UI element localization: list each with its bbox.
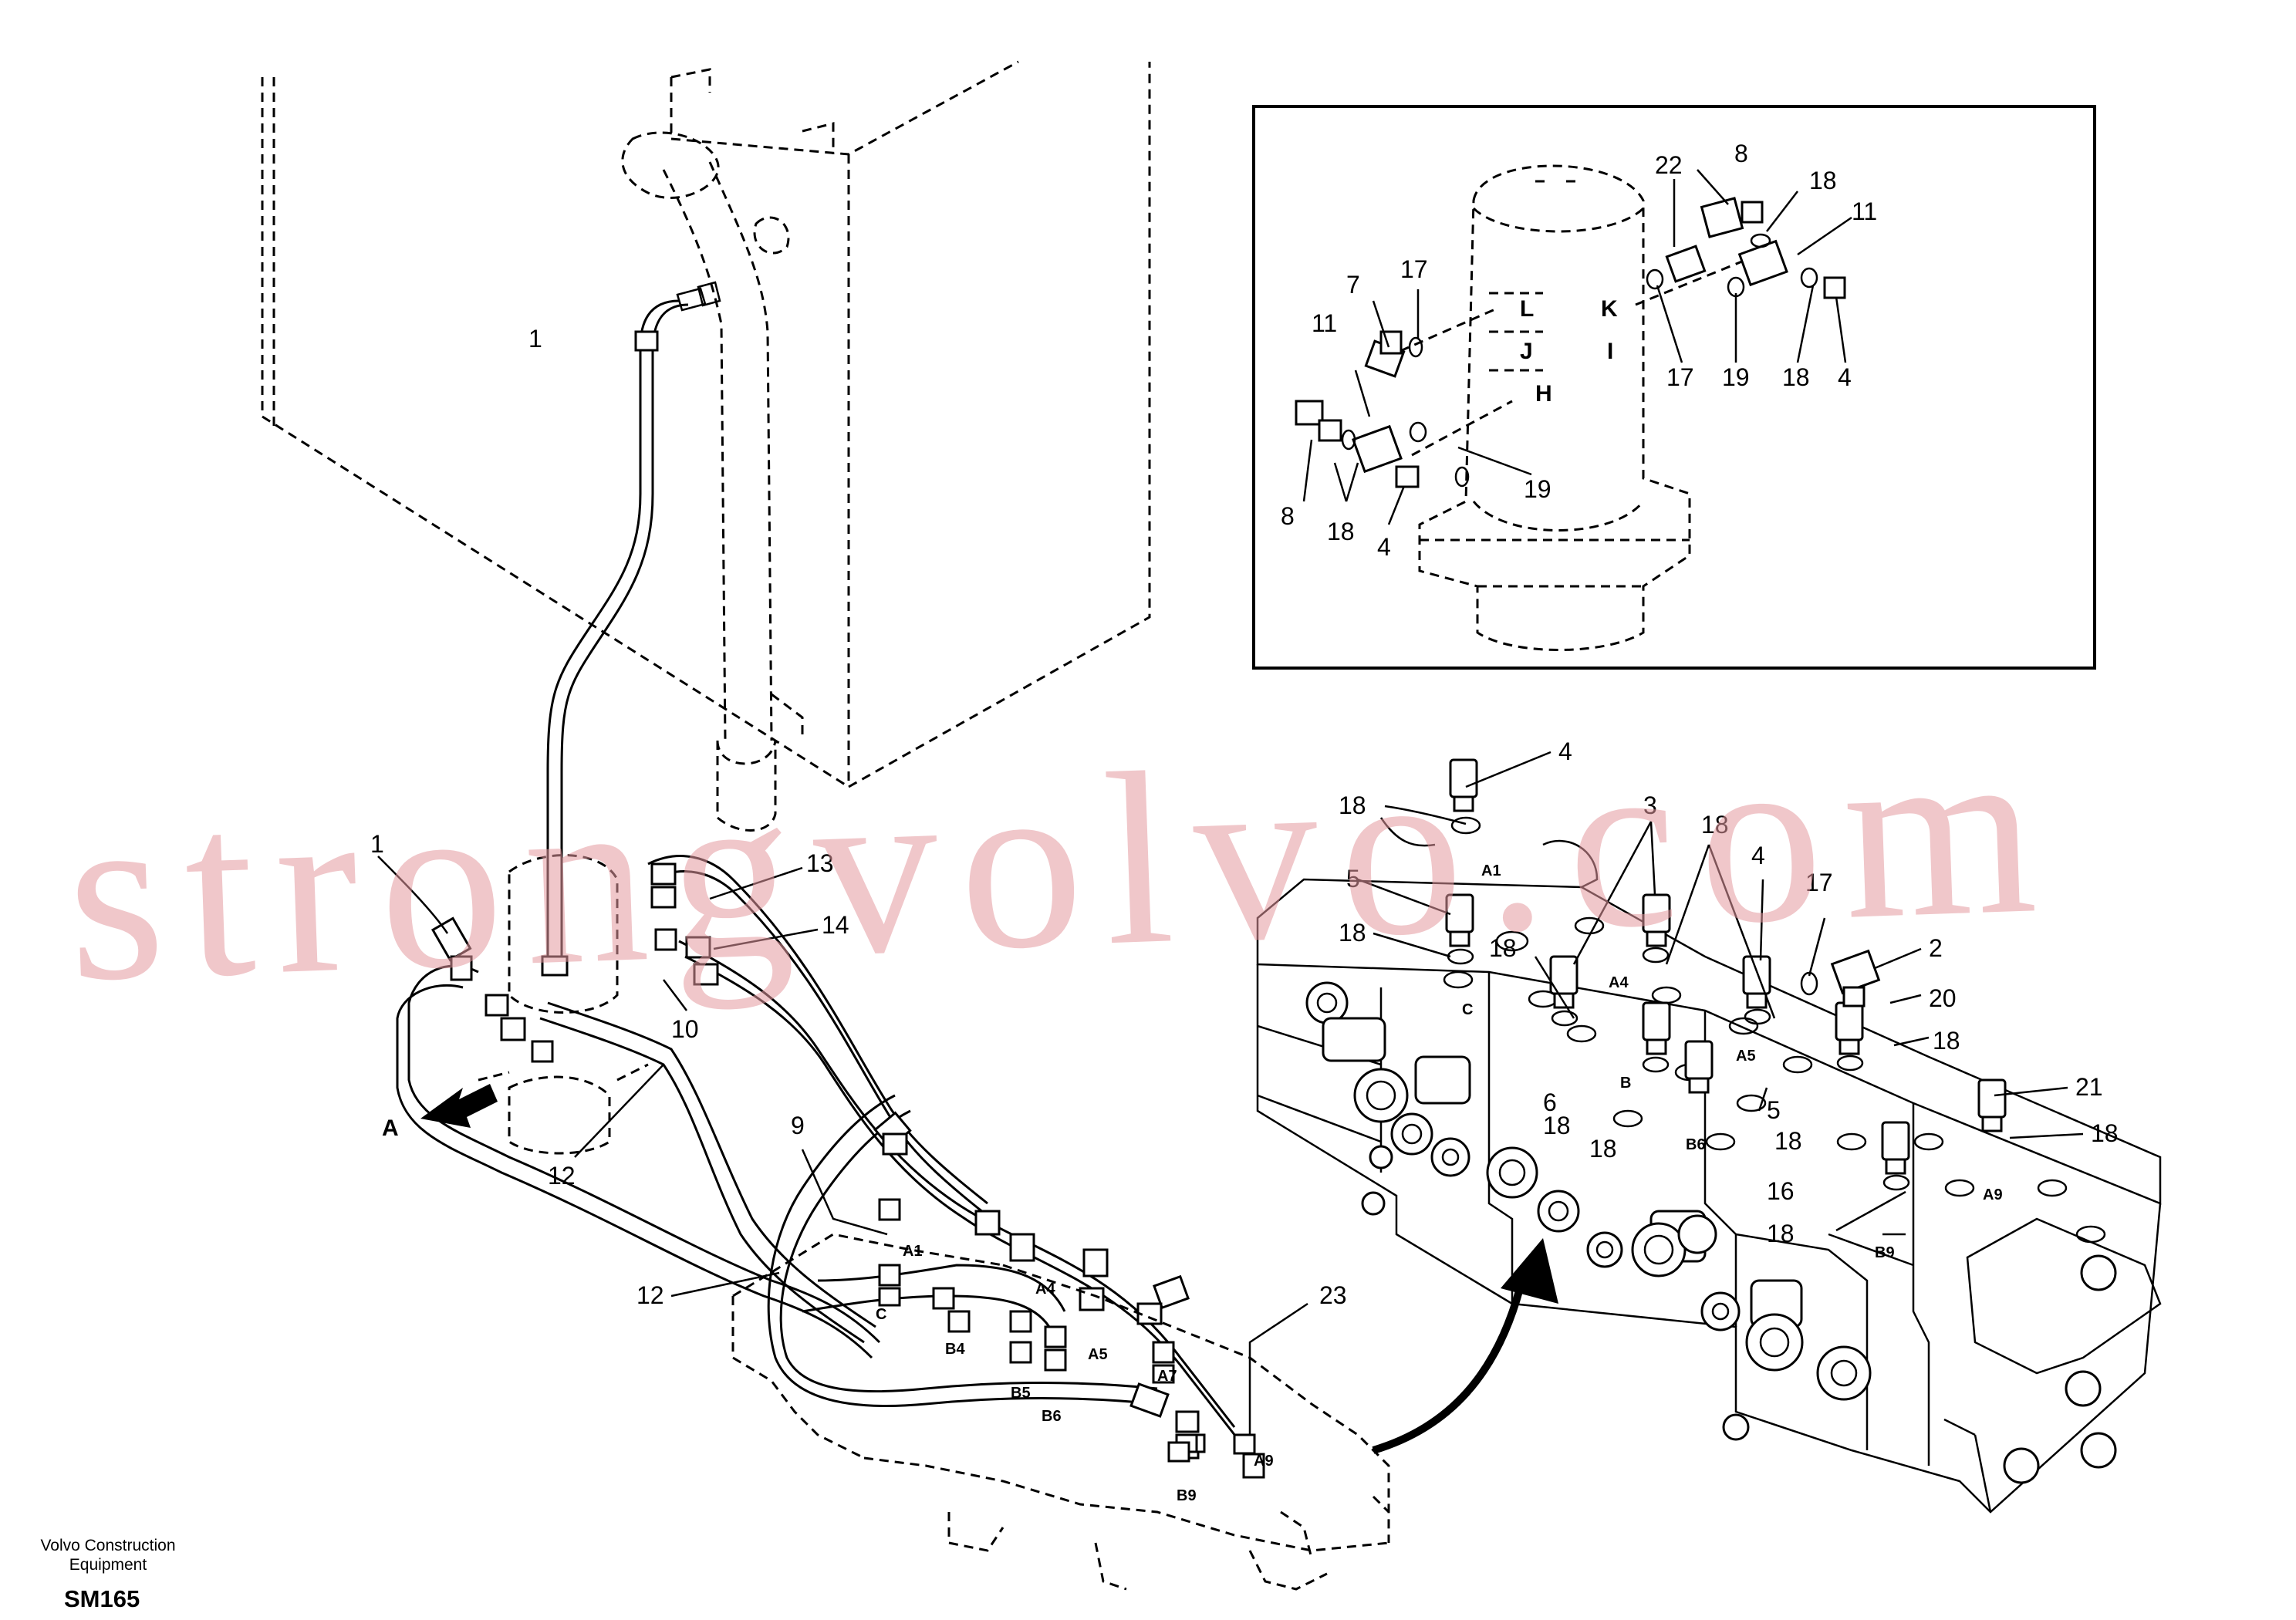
port-label-L: L bbox=[1520, 296, 1534, 322]
label-13: 13 bbox=[806, 849, 834, 877]
label-5: 5 bbox=[1346, 865, 1360, 893]
control-valve-dashed bbox=[731, 1233, 1390, 1591]
label-2: 2 bbox=[1929, 934, 1943, 962]
port-B5: B5 bbox=[1011, 1385, 1031, 1402]
label-14: 14 bbox=[822, 911, 849, 939]
port-B9: B9 bbox=[1875, 1244, 1895, 1261]
company-name-line1: Volvo Construction bbox=[40, 1537, 175, 1554]
port-label-I: I bbox=[1607, 339, 1613, 364]
port-A4: A4 bbox=[1035, 1281, 1055, 1298]
label-20: 20 bbox=[1929, 984, 1957, 1012]
label-10: 10 bbox=[671, 1015, 699, 1043]
port-B6: B6 bbox=[1686, 1136, 1706, 1153]
suction-pipe bbox=[662, 161, 777, 832]
label-17: 17 bbox=[1805, 869, 1833, 896]
label-11: 11 bbox=[1312, 309, 1337, 337]
port-A5: A5 bbox=[1736, 1048, 1756, 1065]
view-label-A: A bbox=[382, 1115, 399, 1141]
label-18: 18 bbox=[1809, 167, 1837, 194]
label-11: 11 bbox=[1852, 197, 1877, 225]
label-8: 8 bbox=[1281, 502, 1295, 530]
hose-fittings bbox=[430, 862, 1265, 1479]
port-label-J: J bbox=[1520, 339, 1533, 364]
label-12: 12 bbox=[636, 1281, 664, 1309]
label-3: 3 bbox=[1643, 791, 1657, 819]
label-5: 5 bbox=[1767, 1096, 1781, 1124]
label-18: 18 bbox=[1782, 363, 1810, 391]
label-18: 18 bbox=[1489, 934, 1517, 962]
port-label-H: H bbox=[1535, 381, 1552, 407]
hose-bundle bbox=[396, 855, 1242, 1443]
label-4: 4 bbox=[1838, 363, 1852, 391]
label-1: 1 bbox=[370, 830, 384, 858]
label-18: 18 bbox=[2091, 1119, 2119, 1147]
hose-1 bbox=[541, 281, 721, 977]
solenoid-valves bbox=[1305, 981, 2117, 1484]
caption: Volvo Construction Equipment SM165 bbox=[40, 1537, 175, 1612]
port-label-K: K bbox=[1601, 296, 1618, 322]
view-arrow-A: A bbox=[382, 1084, 498, 1141]
port-A1: A1 bbox=[903, 1243, 923, 1260]
diagram-code: SM165 bbox=[64, 1585, 140, 1612]
control-valve-assembly: 4 18 3 18 4 17 2 5 18 18 20 18 21 18 6 1… bbox=[1256, 737, 2162, 1514]
swivel-joint bbox=[478, 854, 649, 1155]
view-transition-arrow bbox=[1372, 1238, 1558, 1454]
label-18: 18 bbox=[1339, 791, 1366, 819]
label-23: 23 bbox=[1319, 1281, 1347, 1309]
port-B: B bbox=[1620, 1075, 1631, 1092]
company-name-line2: Equipment bbox=[69, 1556, 147, 1574]
label-4: 4 bbox=[1751, 842, 1765, 869]
label-18: 18 bbox=[1933, 1027, 1960, 1055]
main-labels: 1 1 13 14 10 9 12 12 23 A1 A4 A5 A7 A9 B… bbox=[370, 325, 1347, 1504]
inset-detail: 22 8 18 11 17 7 L J K I H 11 8 18 4 19 1… bbox=[1252, 105, 2096, 670]
label-22: 22 bbox=[1655, 151, 1683, 179]
port-B4: B4 bbox=[945, 1341, 965, 1358]
valve-fittings bbox=[1445, 758, 2007, 1191]
label-17: 17 bbox=[1400, 255, 1428, 283]
label-18: 18 bbox=[1701, 811, 1729, 839]
label-4: 4 bbox=[1558, 737, 1572, 765]
label-19: 19 bbox=[1722, 363, 1750, 391]
port-A1: A1 bbox=[1481, 862, 1501, 879]
label-19: 19 bbox=[1524, 475, 1551, 503]
hydraulic-tank bbox=[261, 60, 1151, 789]
label-18: 18 bbox=[1327, 518, 1355, 545]
label-21: 21 bbox=[2075, 1073, 2103, 1101]
label-4: 4 bbox=[1377, 533, 1391, 561]
label-7: 7 bbox=[1346, 271, 1360, 299]
port-C: C bbox=[876, 1306, 886, 1323]
label-1: 1 bbox=[528, 325, 542, 353]
label-18: 18 bbox=[1589, 1135, 1617, 1163]
label-18: 18 bbox=[1774, 1127, 1802, 1155]
port-C: C bbox=[1462, 1001, 1473, 1018]
port-A5: A5 bbox=[1088, 1346, 1108, 1363]
label-16: 16 bbox=[1767, 1177, 1795, 1205]
label-8: 8 bbox=[1734, 140, 1748, 167]
label-12: 12 bbox=[548, 1162, 576, 1190]
label-17: 17 bbox=[1666, 363, 1694, 391]
port-A7: A7 bbox=[1157, 1368, 1177, 1385]
label-18: 18 bbox=[1767, 1220, 1795, 1247]
port-A9: A9 bbox=[1983, 1186, 2003, 1203]
label-18: 18 bbox=[1339, 919, 1366, 947]
valve-ports bbox=[1443, 916, 2106, 1244]
port-A4: A4 bbox=[1609, 974, 1629, 991]
label-6: 6 bbox=[1543, 1088, 1557, 1116]
label-18: 18 bbox=[1543, 1112, 1571, 1139]
port-A9: A9 bbox=[1254, 1453, 1274, 1470]
label-9: 9 bbox=[791, 1112, 805, 1139]
port-B9: B9 bbox=[1177, 1487, 1197, 1504]
port-B6: B6 bbox=[1042, 1408, 1062, 1425]
